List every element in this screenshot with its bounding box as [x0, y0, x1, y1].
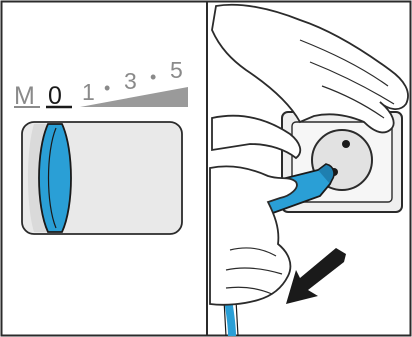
scale-label-one: 1: [82, 79, 95, 105]
scale-label-five: 5: [170, 57, 183, 83]
dial-blue-grip: [39, 124, 71, 232]
scale-dot-2: •: [150, 67, 156, 87]
scale-label-three: 3: [124, 68, 137, 94]
scale-label-m: M: [14, 82, 35, 110]
socket-hole-upper: [342, 140, 350, 148]
scale-dot-1: •: [104, 78, 110, 98]
